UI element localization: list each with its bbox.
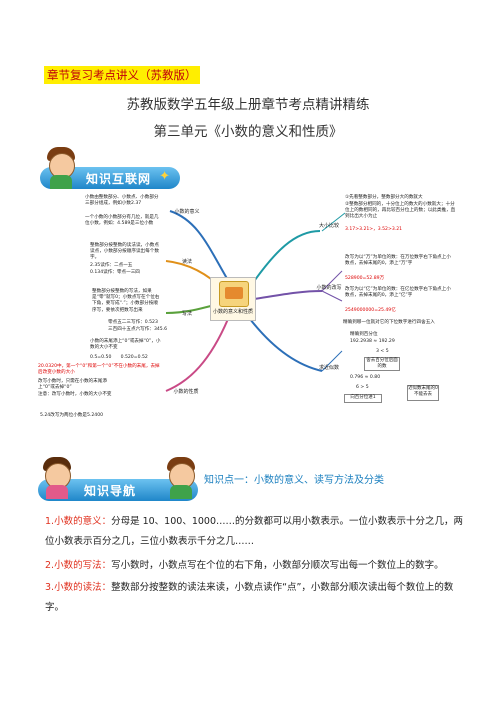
note-rewrite-3: 改写为以“亿”为单位的数：在亿位数字右下角点上小数点，去掉末尾的0，添上“亿”字 <box>345 287 451 299</box>
note-meaning-2: 一个小数的小数部分有几位，就是几位小数，例如：4.589是三位小数 <box>85 215 159 227</box>
note-prop-1: 小数的末尾添上“0”或去掉“0”，小数的大小不变 <box>90 339 161 351</box>
branch-properties: 小数的性质 <box>173 389 199 395</box>
branch-rewrite: 小数的改写 <box>316 285 342 291</box>
knowledge-guide-banner: 知识导航 ✦ <box>38 457 198 505</box>
note-prop-6: 5.24改写为两位小数是5.2400 <box>40 413 104 418</box>
branch-reading: 读法 <box>181 259 192 265</box>
paragraph-writing: 2.小数的写法：写小数时，小数点写在个位的右下角，小数部分顺次写出每一个数位上的… <box>45 556 470 576</box>
note-prop-3: 20.0320中，第一个“0”和第一个“0”不在小数的末尾，去掉后改变小数的大小 <box>38 364 160 376</box>
note-approx-3: 192.2938 ≈ 192.29 <box>350 339 395 344</box>
note-compare-1: ①先看整数部分，整数部分大的数就大 <box>345 195 423 200</box>
note-compare-3: 3.17>3.21>，3.52>3.21 <box>345 227 403 232</box>
paragraph-text: 分母是 10、100、1000……的分数都可以用小数表示。一位小数表示十分之几，… <box>45 516 463 547</box>
note-approx-9: 近似数末尾的0不能去去 <box>407 385 439 401</box>
note-writing-3: 三百四十五点六写作：345.6 <box>108 327 168 332</box>
note-approx-1: 精确到哪一位就对它的下位数字进行四舍五入 <box>343 320 435 325</box>
note-prop-2: 0.5=0.50 0.520=0.52 <box>90 355 148 360</box>
page-title: 苏教版数学五年级上册章节考点精讲精练 <box>126 97 370 113</box>
paragraph-key: 3.小数的读法： <box>45 582 112 593</box>
paragraph-meaning: 1.小数的意义：分母是 10、100、1000……的分数都可以用小数表示。一位小… <box>45 512 470 552</box>
center-label: 小数的意义和性质 <box>212 309 253 315</box>
note-compare-2: ②整数部分相同的，十分位上的数大的小数就大；十分位上的数相同的，再比较百分位上的… <box>345 202 456 220</box>
mind-map-center: 小数的意义和性质 <box>210 277 256 321</box>
note-prop-4: 改写小数时，只需在小数的末尾添上“0”或去掉“0” <box>38 379 107 391</box>
paragraph-key: 2.小数的写法： <box>45 560 112 571</box>
girl-avatar-icon <box>40 455 74 499</box>
note-rewrite-1: 改写为以“万”为单位的数：在万位数字右下角点上小数点，去掉末尾的0，添上“万”字 <box>345 255 451 267</box>
paragraph-key: 1.小数的意义： <box>45 516 112 527</box>
knowledge-point-title: 知识点一：小数的意义、读写方法及分类 <box>204 475 384 486</box>
banner-label: 知识导航 <box>84 484 137 498</box>
note-reading-2: 2.35读作：二点一五 <box>90 263 133 268</box>
note-rewrite-4: 2549000000=25.49亿 <box>345 308 396 313</box>
branch-meaning: 小数的意义 <box>174 209 200 215</box>
note-reading-3: 0.134读作：零点一三四 <box>90 270 140 275</box>
branch-writing: 写法 <box>181 311 192 317</box>
note-approx-4: 3 < 5 <box>376 349 389 354</box>
center-illustration-icon <box>219 281 249 307</box>
paragraph-text: 写小数时，小数点写在个位的右下角，小数部分顺次写出每一个数位上的数字。 <box>111 560 444 571</box>
note-approx-7: 6 > 5 <box>356 385 369 390</box>
note-approx-5: 舍去百分位后面的数 <box>364 357 400 371</box>
star-icon: ✦ <box>159 169 170 184</box>
chapter-tag: 章节复习考点讲义（苏教版） <box>44 66 200 84</box>
mind-map: 小数的意义 读法 写法 小数的性质 大小比较 小数的改写 求近似数 小数的意义和… <box>38 191 460 443</box>
note-meaning-1: 小数由整数部分、小数点、小数部分三部分组成，例如小数2.37 <box>85 195 159 207</box>
note-approx-8: 向百分位进1 <box>344 394 382 403</box>
unit-subtitle: 第三单元《小数的意义和性质》 <box>153 124 343 140</box>
paragraph-text: 整数部分按整数的读法来读，小数点读作“点”，小数部分顺次读出每个数位上的数字。 <box>45 582 454 613</box>
note-approx-2: 精确到百分位 <box>350 332 378 337</box>
knowledge-network-banner: 知识互联网 ✦ <box>40 147 180 191</box>
note-prop-5: 注意：改写小数时，小数的大小不变 <box>38 392 112 397</box>
note-rewrite-2: 528900=52.89万 <box>345 276 385 281</box>
branch-approx: 求近似数 <box>318 365 339 371</box>
boy-avatar-icon <box>44 145 78 189</box>
note-approx-6: 0.796 ≈ 0.80 <box>350 375 381 380</box>
banner-label: 知识互联网 <box>86 172 152 186</box>
note-writing-1: 整数部分按整数的写法，如果是“零”就写0；小数点写在个位右下角，要写成“.”；小… <box>92 289 160 313</box>
boy-avatar-icon <box>164 455 198 499</box>
note-writing-2: 零点五二三写作：0.523 <box>108 320 158 325</box>
note-reading-1: 整数部分按整数的读法读，小数点读点，小数部分按顺序读出每个数字。 <box>90 243 159 261</box>
branch-compare: 大小比较 <box>318 223 339 229</box>
paragraph-reading: 3.小数的读法：整数部分按整数的读法来读，小数点读作“点”，小数部分顺次读出每个… <box>45 578 470 618</box>
